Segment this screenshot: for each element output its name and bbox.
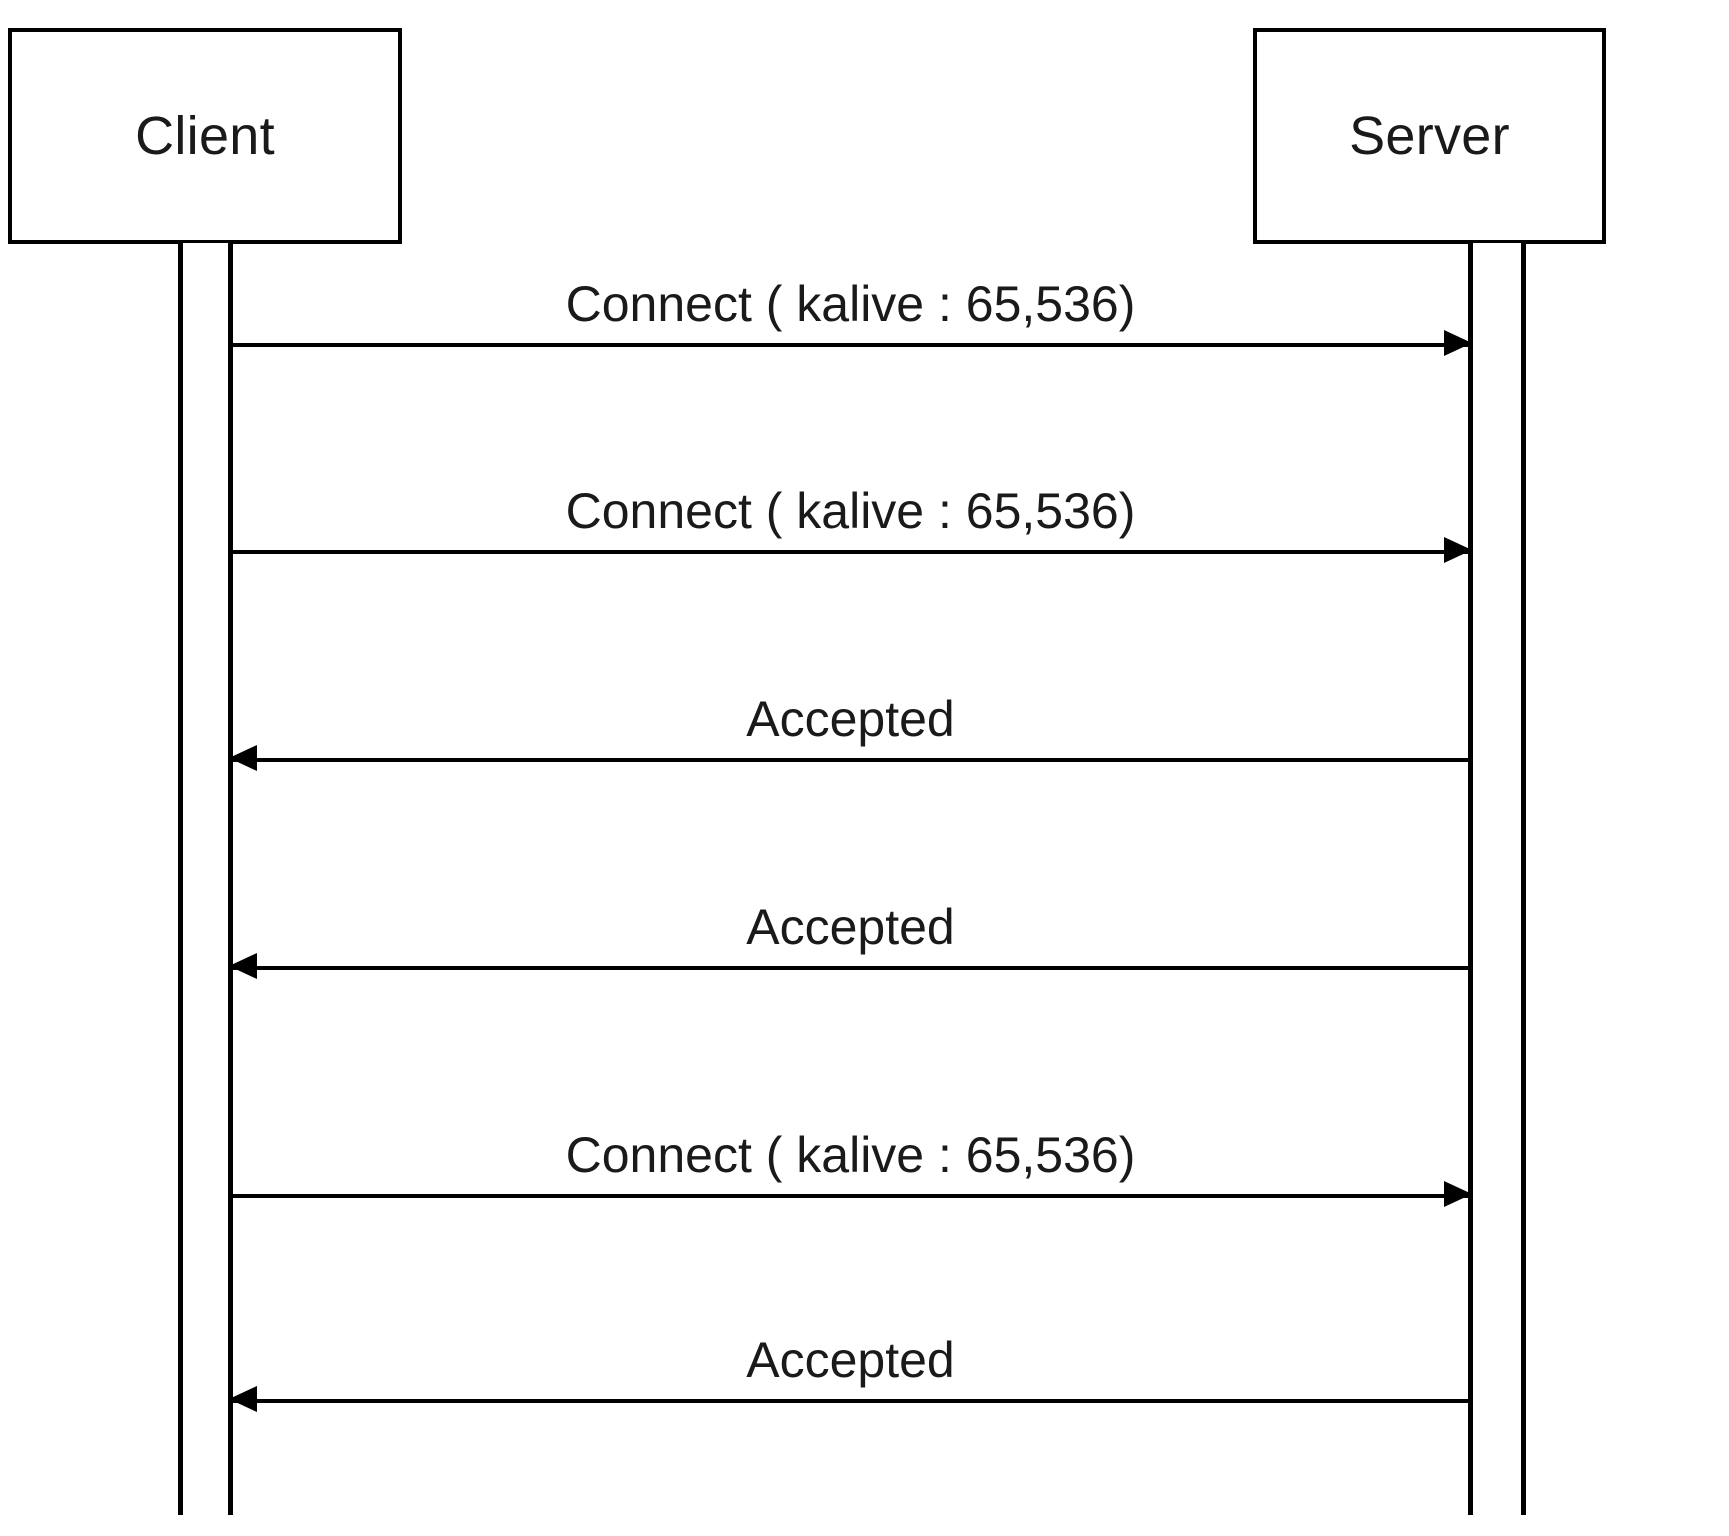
- message-line-3: [231, 758, 1470, 762]
- arrowhead-left-icon: [229, 1386, 257, 1412]
- participant-label-server: Server: [1349, 106, 1510, 166]
- participant-box-server[interactable]: Server: [1253, 28, 1606, 244]
- message-line-5: [231, 1194, 1470, 1198]
- message-line-4: [231, 966, 1470, 970]
- arrowhead-left-icon: [229, 953, 257, 979]
- arrowhead-right-icon: [1444, 1181, 1472, 1207]
- arrowhead-left-icon: [229, 745, 257, 771]
- arrowhead-right-icon: [1444, 330, 1472, 356]
- message-label-2: Connect ( kalive : 65,536): [565, 483, 1136, 539]
- participant-box-client[interactable]: Client: [8, 28, 402, 244]
- message-line-6: [231, 1399, 1470, 1403]
- message-line-1: [231, 343, 1470, 347]
- message-label-3: Accepted: [746, 691, 955, 747]
- message-label-1: Connect ( kalive : 65,536): [565, 276, 1136, 332]
- participant-label-client: Client: [135, 106, 275, 166]
- arrowhead-right-icon: [1444, 537, 1472, 563]
- lifeline-server: [1468, 243, 1526, 1515]
- lifeline-client: [178, 243, 233, 1515]
- message-label-5: Connect ( kalive : 65,536): [565, 1127, 1136, 1183]
- message-label-4: Accepted: [746, 899, 955, 955]
- message-label-6: Accepted: [746, 1332, 955, 1388]
- message-line-2: [231, 550, 1470, 554]
